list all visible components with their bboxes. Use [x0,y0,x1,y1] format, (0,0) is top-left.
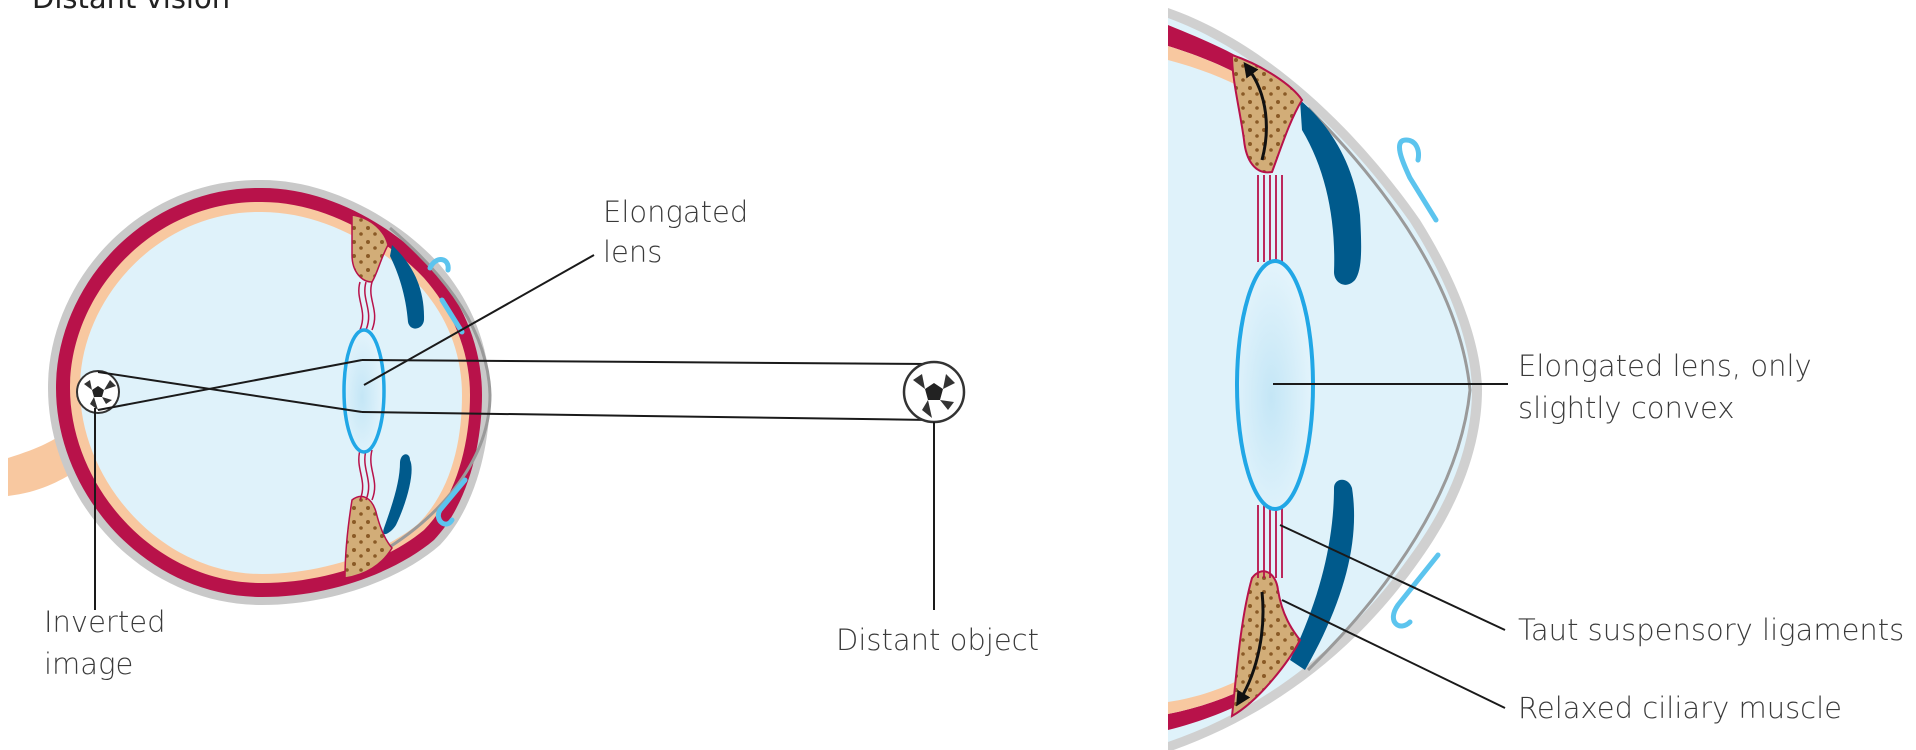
label-relaxed-ciliary: Relaxed ciliary muscle [1518,691,1842,725]
leader-relaxed-ciliary [1281,599,1506,709]
left-eyelid-hook-bottom [436,477,468,527]
right-cornea [1168,18,1472,742]
ciliary-arrow-top [1243,61,1268,161]
right-retina-bottom [1168,674,1254,714]
left-iris-bottom [383,454,412,535]
right-cornea-outline [1306,106,1472,672]
right-iris-bottom [1290,479,1355,670]
light-rays [97,359,931,421]
left-ciliary-bottom [344,495,393,579]
left-ligaments [358,281,376,501]
inverted-image-ball [76,370,120,414]
right-eyelid-hook-bottom [1390,552,1441,629]
right-eyelid-hook-top [1397,137,1439,223]
left-lens [342,328,386,454]
left-eye [8,179,492,605]
left-ciliary-top [351,214,389,283]
diagram-title: Distant vision [32,0,230,15]
label-elongated-lens: Elongated lens [603,195,758,269]
label-taut-ligaments: Taut suspensory ligaments [1518,613,1904,647]
leader-elongated-lens [363,254,595,386]
label-distant-object: Distant object [836,623,1039,657]
right-iris-top [1300,100,1362,285]
leader-taut-ligaments [1279,524,1506,631]
label-inverted-image: Inverted image [44,605,175,681]
label-lens-convex: Elongated lens, only slightly convex [1518,349,1821,425]
distant-object-ball [902,360,966,424]
right-eye-detail [1168,8,1482,750]
ciliary-arrow-bottom [1236,591,1265,707]
left-eyelid-hook-top [427,257,465,335]
right-ligaments [1257,175,1283,578]
left-iris-top [390,245,425,329]
